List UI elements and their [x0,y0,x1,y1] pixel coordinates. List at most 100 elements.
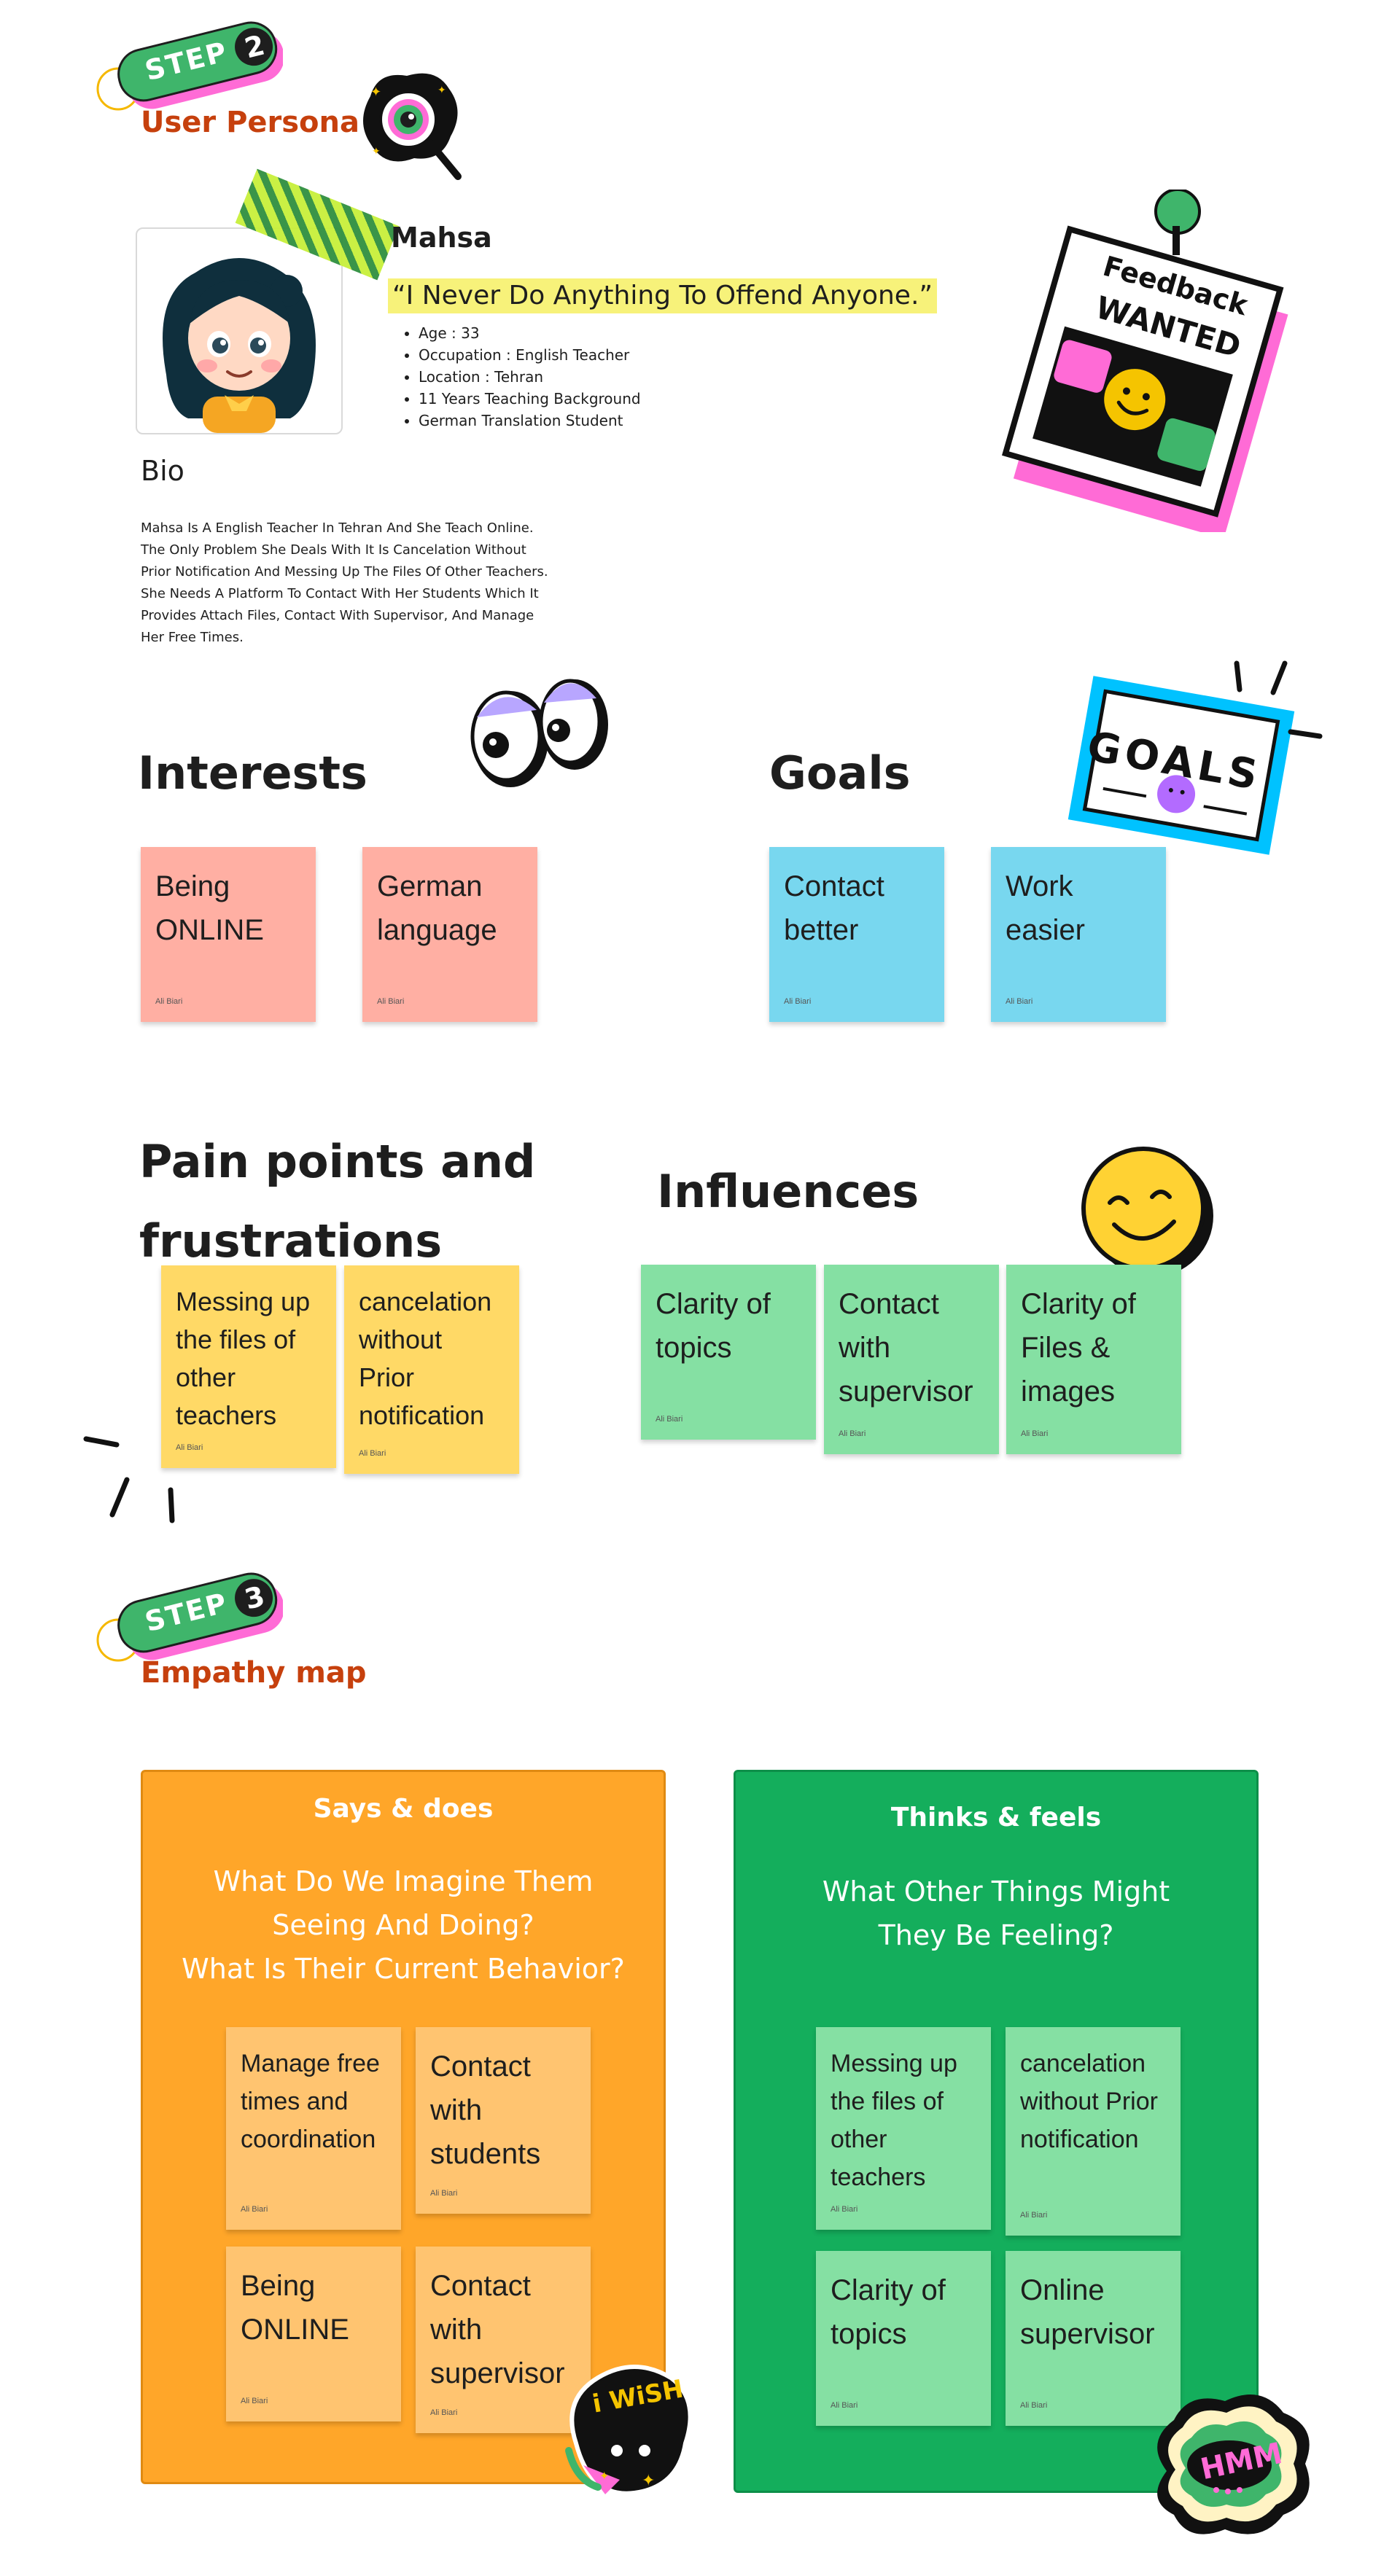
bio-line: Prior Notification And Messing Up The Fi… [141,564,548,579]
step2-badge: STEP 2 [93,16,284,111]
says-note-2[interactable]: Contact with students Ali Biari [416,2027,591,2214]
feedback-wanted-sticker: Feedback WANTED [999,188,1291,539]
sticky-text: Messing up the files of other teachers [176,1287,311,1430]
bio-line: Her Free Times. [141,630,244,645]
fact-item: Location : Tehran [419,366,641,388]
interests-note-2[interactable]: German language Ali Biari [362,847,537,1022]
influences-note-3[interactable]: Clarity of Files & images Ali Biari [1006,1265,1181,1454]
pain-note-2[interactable]: cancelation without Prior notification A… [344,1265,519,1474]
step-tag-icon [96,21,284,111]
sticky-text: Being ONLINE [241,2270,349,2346]
influences-note-2[interactable]: Contact with supervisor Ali Biari [824,1265,999,1454]
bio-text: Mahsa Is A English Teacher In Tehran And… [141,518,607,649]
sticky-text: Online supervisor [1020,2274,1155,2350]
says-note-1[interactable]: Manage free times and coordination Ali B… [226,2027,401,2230]
interests-title: Interests [138,746,368,800]
influences-note-1[interactable]: Clarity of topics Ali Biari [641,1265,816,1440]
step-tag-icon [96,1572,284,1662]
sticky-author: Ali Biari [839,1429,866,1438]
fact-item: Age : 33 [419,322,641,344]
eye-magnifier-sticker: ✦ ✦ ✦ [356,67,465,184]
sticky-author: Ali Biari [359,1449,386,1458]
bio-title: Bio [141,455,184,487]
smiley-sticker [1072,1144,1218,1283]
sticky-text: Messing up the files of other teachers [831,2050,957,2191]
thinks-feels-panel: Thinks & feels What Other Things Might T… [734,1770,1259,2493]
goals-sticker: GOALS [1035,649,1327,882]
pain-title: Pain points and frustrations [139,1119,535,1278]
persona-avatar [136,227,343,434]
thinks-note-4[interactable]: Online supervisor Ali Biari [1006,2251,1181,2426]
influences-title: Influences [657,1165,919,1218]
smiley-face-icon [1081,1147,1213,1277]
svg-text:✦: ✦ [438,85,446,96]
sticky-author: Ali Biari [656,1415,683,1424]
says-sub-line3: What Is Their Current Behavior? [182,1953,625,1985]
googly-eyes-sticker [467,666,612,797]
step2-label: User Persona [141,106,359,139]
hmm-cloud-icon [1157,2394,1310,2534]
fact-item: German Translation Student [419,410,641,432]
sticky-author: Ali Biari [155,997,183,1006]
sticky-author: Ali Biari [430,2189,458,2198]
sticky-author: Ali Biari [1020,2401,1048,2410]
svg-text:✦: ✦ [372,146,381,157]
bio-line: Provides Attach Files, Contact With Supe… [141,608,534,623]
sticky-text: Clarity of Files & images [1021,1288,1136,1408]
sticky-text: Contact with supervisor [430,2270,565,2389]
thinks-sub-line2: They Be Feeling? [878,1919,1114,1951]
sticky-text: Contact better [784,870,884,946]
sticky-text: Being ONLINE [155,870,264,946]
svg-text:✦: ✦ [370,85,381,100]
sticky-author: Ali Biari [1021,1429,1049,1438]
persona-name: Mahsa [391,222,492,254]
sticky-author: Ali Biari [784,997,812,1006]
magnifier-eye-icon: ✦ ✦ ✦ [363,73,462,180]
goals-note-2[interactable]: Work easier Ali Biari [991,847,1166,1022]
pain-note-1[interactable]: Messing up the files of other teachers A… [161,1265,336,1468]
goals-note-1[interactable]: Contact better Ali Biari [769,847,944,1022]
fact-item: Occupation : English Teacher [419,344,641,366]
bio-line: She Needs A Platform To Contact With Her… [141,586,539,601]
says-note-3[interactable]: Being ONLINE Ali Biari [226,2247,401,2421]
avatar-girl-icon [163,258,316,433]
svg-text:✦: ✦ [642,2472,655,2490]
sticky-text: Clarity of topics [656,1288,771,1364]
sticky-text: Clarity of topics [831,2274,946,2350]
sticky-author: Ali Biari [831,2205,858,2214]
thinks-note-1[interactable]: Messing up the files of other teachers A… [816,2027,991,2230]
fact-item: 11 Years Teaching Background [419,388,641,410]
sticky-author: Ali Biari [241,2205,268,2214]
wish-star-icon: ✦ ✦ [565,2365,693,2496]
pain-title-line2: frustrations [139,1214,443,1268]
hmm-sticker: HMM [1138,2384,1320,2544]
burst-lines-icon [80,1429,190,1531]
says-title: Says & does [313,1794,494,1824]
persona-quote: “I Never Do Anything To Offend Anyone.” [388,278,938,313]
says-note-4[interactable]: Contact with supervisor Ali Biari [416,2247,591,2433]
step3-label: Empathy map [141,1656,367,1690]
sticky-text: Manage free times and coordination [241,2050,380,2153]
sticky-author: Ali Biari [430,2408,458,2417]
sticky-author: Ali Biari [377,997,405,1006]
thinks-title: Thinks & feels [890,1803,1102,1833]
sticky-author: Ali Biari [1006,997,1033,1006]
interests-note-1[interactable]: Being ONLINE Ali Biari [141,847,316,1022]
i-wish-sticker: ✦ ✦ i WiSH [554,2356,700,2502]
sticky-text: cancelation without Prior notification [1020,2050,1158,2153]
sticky-text: Work easier [1006,870,1085,946]
says-does-panel: Says & does What Do We Imagine Them Seei… [141,1770,666,2484]
eyes-icon [470,679,608,787]
sticky-author: Ali Biari [831,2401,858,2410]
bio-line: Mahsa Is A English Teacher In Tehran And… [141,520,534,536]
sticky-author: Ali Biari [176,1443,203,1452]
says-sub-line2: Seeing And Doing? [272,1909,534,1941]
sticky-text: cancelation without Prior notification [359,1287,492,1430]
thinks-note-3[interactable]: Clarity of topics Ali Biari [816,2251,991,2426]
sticky-text: Contact with students [430,2050,541,2170]
goals-title: Goals [769,746,911,800]
thinks-note-2[interactable]: cancelation without Prior notification A… [1006,2027,1181,2236]
burst-icon [83,1436,175,1523]
pain-title-line1: Pain points and [139,1135,536,1188]
sticky-author: Ali Biari [241,2397,268,2405]
